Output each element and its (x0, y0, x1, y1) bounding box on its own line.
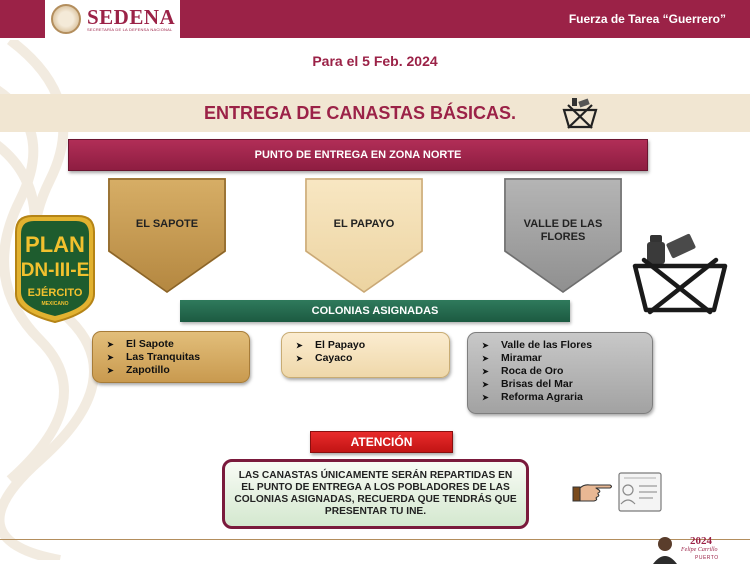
list-item: ➤Zapotillo (107, 364, 170, 376)
bullet-arrow-icon: ➤ (107, 366, 114, 375)
delivery-point-label: VALLE DE LAS FLORES (523, 218, 603, 243)
list-item: ➤El Papayo (296, 339, 366, 351)
bullet-arrow-icon: ➤ (482, 354, 489, 363)
bullet-arrow-icon: ➤ (107, 353, 114, 362)
bullet-arrow-icon: ➤ (482, 393, 489, 402)
footer-place: PUERTO (695, 555, 719, 561)
colonias-list-valle-de-las-flores: ➤Valle de las Flores ➤Miramar ➤Roca de O… (467, 332, 653, 414)
colonias-banner: COLONIAS ASIGNADAS (180, 300, 570, 322)
bullet-arrow-icon: ➤ (482, 380, 489, 389)
basket-icon (632, 233, 728, 315)
shield-seal-icon (51, 4, 81, 34)
list-item: ➤Roca de Oro (482, 365, 564, 377)
list-item: ➤Valle de las Flores (482, 339, 593, 351)
footer-portrait-icon (653, 537, 677, 564)
header-title: Fuerza de Tarea “Guerrero” (568, 12, 726, 26)
delivery-point-label: EL PAPAYO (333, 218, 395, 230)
delivery-point-label: EL SAPOTE (135, 218, 199, 230)
notice-text: LAS CANASTAS ÚNICAMENTE SERÁN REPARTIDAS… (234, 470, 517, 517)
bullet-arrow-icon: ➤ (482, 367, 489, 376)
sedena-logo: SEDENA SECRETARÍA DE LA DEFENSA NACIONAL (45, 0, 180, 38)
zone-banner: PUNTO DE ENTREGA EN ZONA NORTE (68, 139, 648, 171)
pentagon-outline (504, 178, 622, 293)
id-card-icon (618, 472, 662, 512)
bullet-arrow-icon: ➤ (296, 341, 303, 350)
colonias-list-el-papayo: ➤El Papayo ➤Cayaco (281, 332, 450, 378)
plan-line4: MEXICANO (42, 301, 69, 307)
pointing-hand-icon (572, 484, 613, 502)
main-title: ENTREGA DE CANASTAS BÁSICAS. (204, 103, 517, 123)
bullet-arrow-icon: ➤ (482, 341, 489, 350)
plan-dn-iii-e-badge: PLAN DN-III-E EJÉRCITO MEXICANO (15, 215, 95, 324)
bullet-arrow-icon: ➤ (107, 340, 114, 349)
plan-line3: EJÉRCITO (28, 286, 83, 299)
pentagon-outline (305, 178, 423, 293)
list-item: ➤El Sapote (107, 338, 174, 350)
notice-box: LAS CANASTAS ÚNICAMENTE SERÁN REPARTIDAS… (222, 459, 529, 529)
attention-label: ATENCIÓN (310, 431, 453, 453)
basket-icon (562, 98, 598, 129)
plan-line1: PLAN (25, 232, 85, 257)
list-item: ➤Miramar (482, 352, 542, 364)
pentagon-outline (108, 178, 226, 293)
bottom-divider (0, 539, 750, 540)
list-item: ➤Cayaco (296, 352, 353, 364)
colonias-list-el-sapote: ➤El Sapote ➤Las Tranquitas ➤Zapotillo (92, 331, 250, 383)
list-item: ➤Las Tranquitas (107, 351, 201, 363)
footer-name: Felipe Carrillo (681, 547, 718, 553)
list-item: ➤Brisas del Mar (482, 378, 573, 390)
title-band (0, 94, 750, 132)
plan-line2: DN-III-E (21, 260, 90, 281)
list-item: ➤Reforma Agraria (482, 391, 583, 403)
bullet-arrow-icon: ➤ (296, 354, 303, 363)
logo-name: SEDENA (87, 4, 176, 29)
footer-year: 2024 (690, 535, 712, 547)
date-line: Para el 5 Feb. 2024 (312, 53, 438, 69)
logo-subtitle: SECRETARÍA DE LA DEFENSA NACIONAL (87, 26, 173, 32)
